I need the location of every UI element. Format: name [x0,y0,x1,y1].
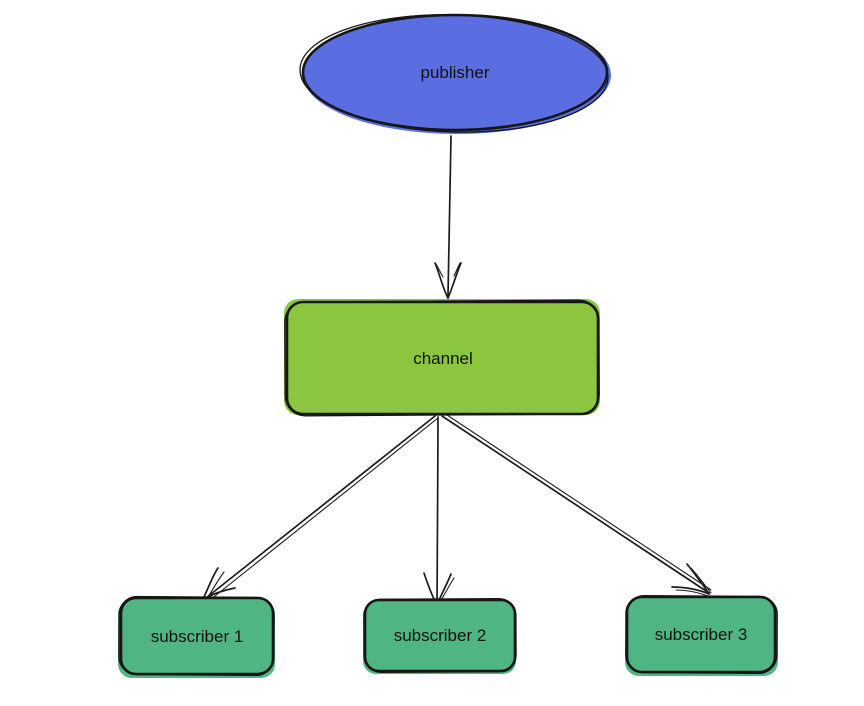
arrowhead-right-wing [447,262,462,299]
edge-line [205,415,436,599]
node-label-subscriber-3: subscriber 3 [655,625,748,644]
node-label-subscriber-2: subscriber 2 [394,626,487,645]
channel-sketch-outline [284,299,600,417]
subscriber-1-shape[interactable] [119,596,275,676]
edge-line-sketch-double [209,417,439,601]
node-publisher[interactable]: publisher [298,11,611,137]
arrowhead-steep-wing [686,563,710,595]
subscriber-2-sketch-outline [363,598,517,673]
node-label-subscriber-1: subscriber 1 [151,627,244,646]
edge-publisher-to-channel [434,135,462,299]
edge-channel-to-subscriber-3 [441,412,712,597]
edge-line-sketch-double [443,412,712,591]
subscriber-3-sketch-outline [625,594,778,675]
arrowhead-flat-wing [671,586,710,595]
channel-shape[interactable] [285,300,600,416]
node-subscriber-2[interactable]: subscriber 2 [363,598,517,674]
subscriber-3-shape[interactable] [625,595,777,674]
edge-line [436,416,439,607]
arrowhead-sketch-stroke [435,263,444,278]
edge-line [447,135,452,297]
publisher-sketch-outline [299,14,609,133]
node-subscriber-1[interactable]: subscriber 1 [118,595,275,678]
node-channel[interactable]: channel [284,299,600,417]
arrowhead-sketch-stroke [690,567,712,594]
edge-line [441,415,710,594]
node-label-publisher: publisher [421,63,490,82]
arrowhead-sketch-stroke [675,589,709,597]
subscriber-1-sketch-outline [118,595,275,677]
edge-channel-to-subscriber-1 [198,415,439,607]
edge-channel-to-subscriber-2 [423,416,455,614]
node-label-channel: channel [413,349,473,368]
arrowhead-sketch-stroke [453,262,461,277]
arrowhead-left-wing [434,262,449,299]
subscriber-2-shape[interactable] [363,598,517,673]
node-subscriber-3[interactable]: subscriber 3 [625,594,778,676]
